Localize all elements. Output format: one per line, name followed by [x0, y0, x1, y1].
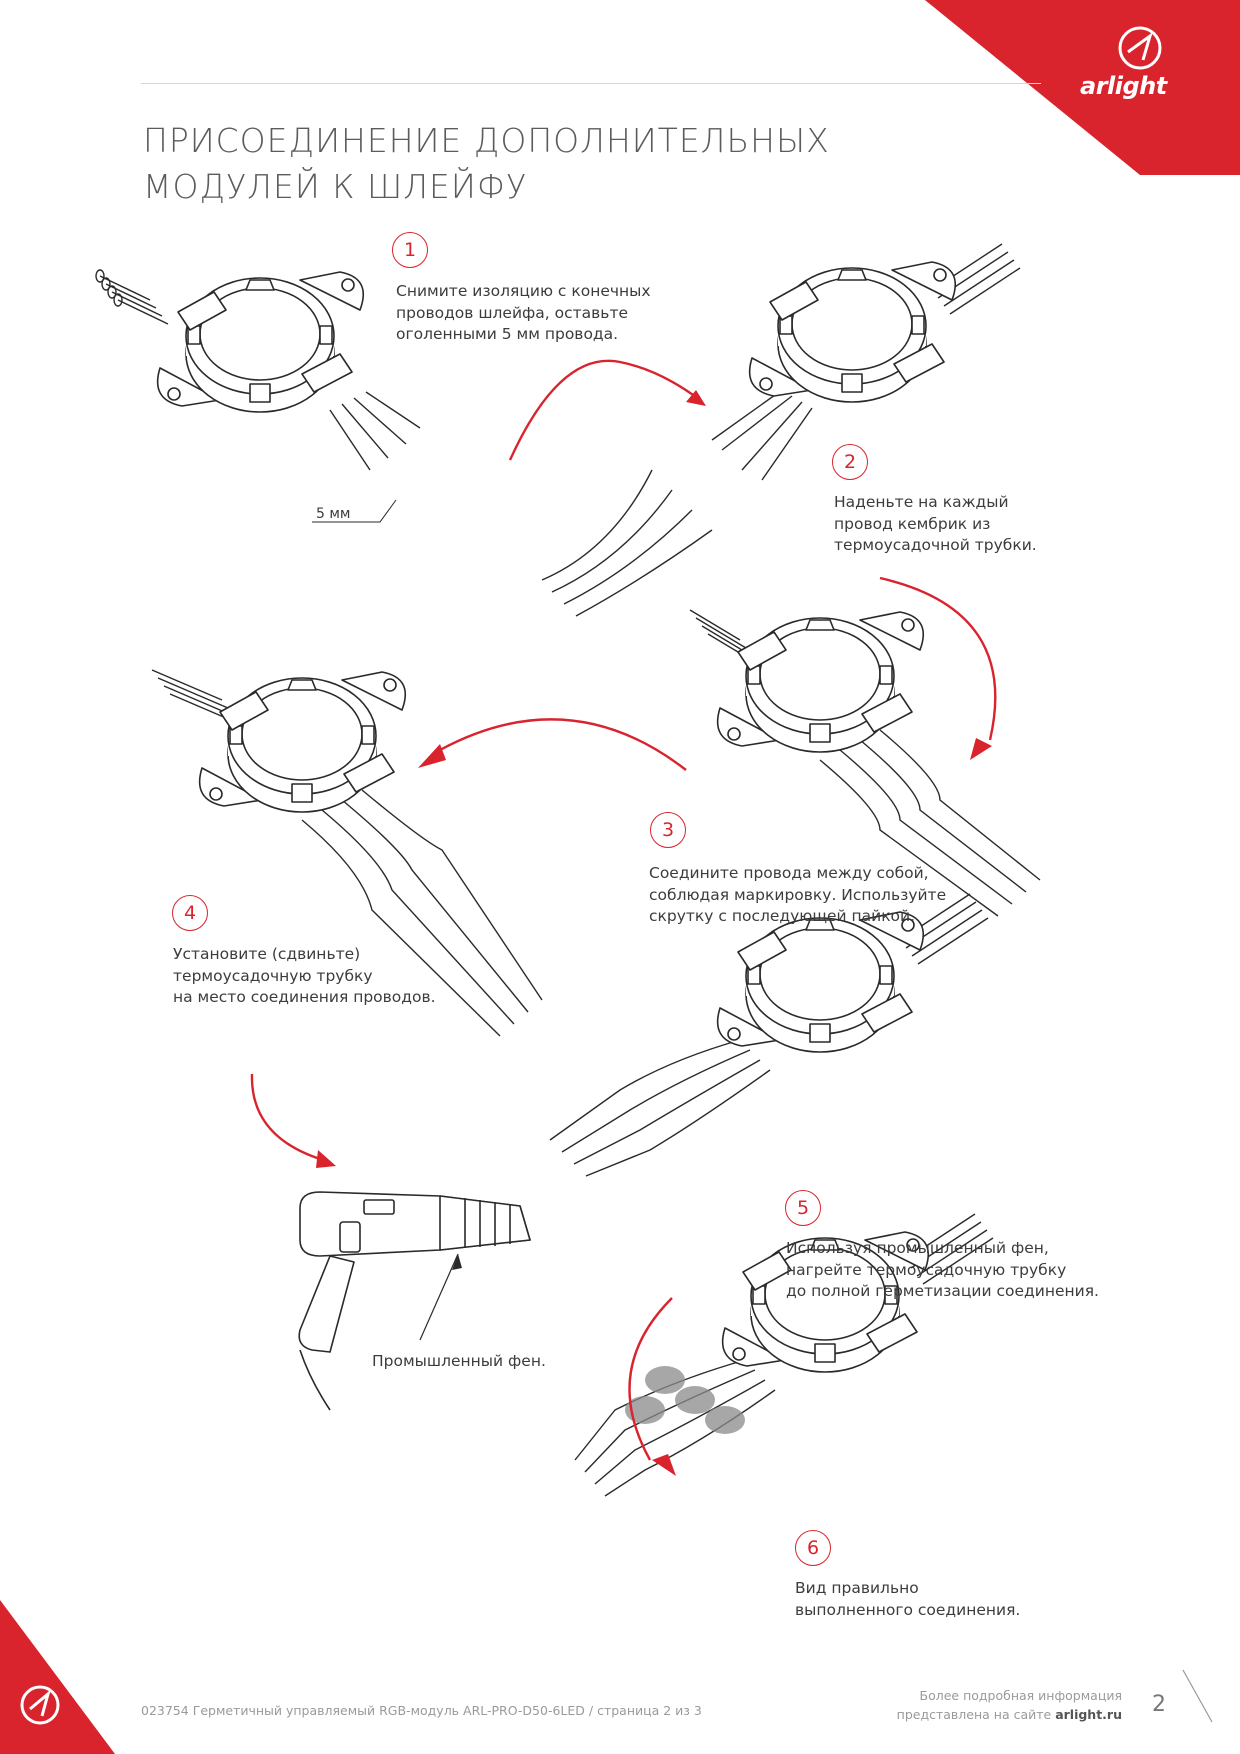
label-5mm: 5 мм — [316, 506, 351, 522]
step-number-5: 5 — [785, 1190, 821, 1226]
dimension-5mm — [312, 499, 397, 523]
module-step1 — [95, 269, 421, 471]
heat-gun-icon — [298, 1191, 531, 1411]
module-step6 — [574, 1213, 994, 1497]
module-step2 — [541, 243, 1021, 617]
step-text-6: Вид правильно выполненного соединения. — [795, 1579, 1021, 1619]
arlight-logo-small-icon — [20, 1685, 60, 1725]
header-rule — [141, 83, 1041, 84]
label-heat-gun: Промышленный фен. — [372, 1352, 546, 1370]
footer-more-info-line2: представлена на сайте — [896, 1707, 1056, 1722]
heat-shrink-joints — [625, 1366, 745, 1434]
footer-more-info-line1: Более подробная информация — [919, 1688, 1122, 1703]
footer-site-link[interactable]: arlight.ru — [1055, 1707, 1122, 1722]
step-text-2: Наденьте на каждый провод кембрик из тер… — [834, 493, 1037, 554]
step-number-2: 2 — [832, 444, 868, 480]
module-step5 — [549, 893, 989, 1177]
curved-arrow-icon — [250, 359, 997, 1461]
title-line-1: ПРИСОЕДИНЕНИЕ ДОПОЛНИТЕЛЬНЫХ — [143, 121, 830, 160]
step-text-3: Соедините провода между собой, соблюдая … — [649, 864, 947, 925]
step-text-1: Снимите изоляцию с конечных проводов шле… — [396, 282, 651, 343]
module-step4 — [151, 669, 543, 1037]
step-number-3: 3 — [650, 812, 686, 848]
footer-more-info: Более подробная информация представлена … — [897, 1686, 1122, 1724]
page-title: ПРИСОЕДИНЕНИЕ ДОПОЛНИТЕЛЬНЫХ МОДУЛЕЙ К Ш… — [143, 118, 830, 210]
corner-triangle-bottom — [0, 1600, 115, 1754]
title-line-2: МОДУЛЕЙ К ШЛЕЙФУ — [143, 167, 528, 206]
footer-doc-info: 023754 Герметичный управляемый RGB-модул… — [141, 1703, 702, 1718]
step-number-4: 4 — [172, 895, 208, 931]
step-number-1: 1 — [392, 232, 428, 268]
module-step3 — [689, 609, 1041, 917]
step-text-4: Установите (сдвиньте) термоусадочную тру… — [173, 945, 436, 1006]
arlight-logo-icon — [1118, 26, 1162, 70]
logo-text: arlight — [1080, 72, 1167, 100]
page-number: 2 — [1152, 1692, 1166, 1717]
step-text-5: Используя промышленный фен, нагрейте тер… — [786, 1239, 1099, 1300]
step-number-6: 6 — [795, 1530, 831, 1566]
